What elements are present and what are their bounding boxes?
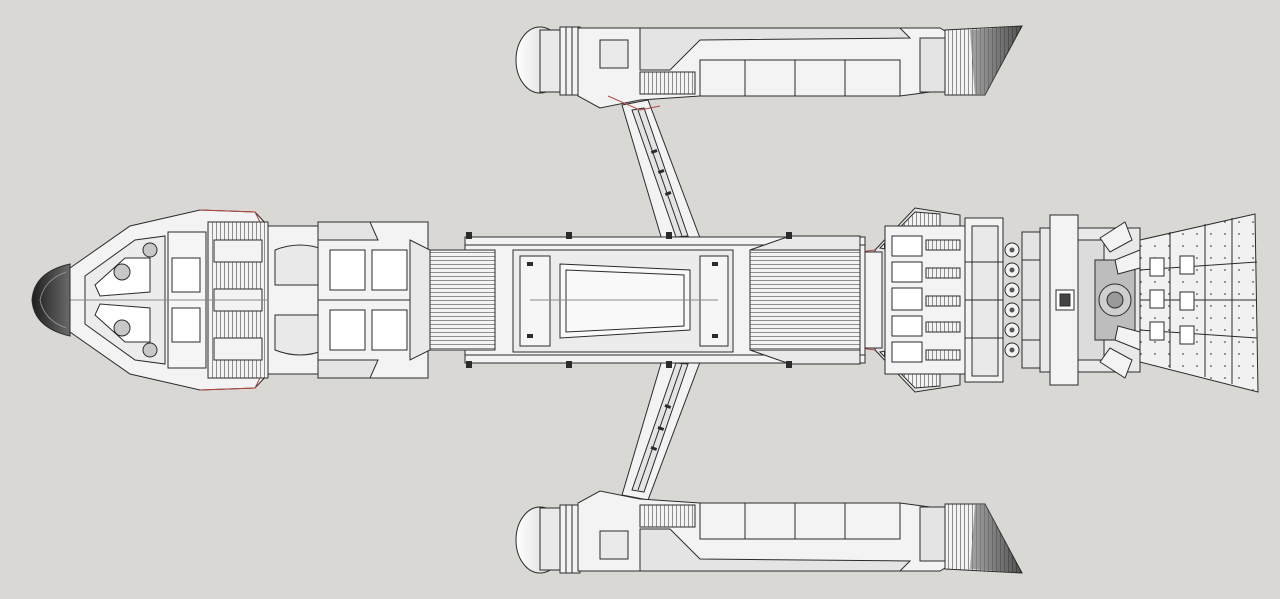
main-thruster-bell — [1139, 213, 1259, 393]
cockpit-section — [69, 209, 269, 391]
upper-pylon — [621, 99, 701, 241]
lower-nacelle — [515, 490, 1023, 574]
cargo-pod-panel — [512, 249, 734, 353]
aft-module — [859, 207, 1004, 393]
upper-nacelle — [515, 25, 1023, 111]
lower-pylon — [621, 359, 701, 501]
nose-cone — [31, 263, 71, 337]
engine-cluster — [1004, 214, 1141, 386]
forward-fuselage — [267, 221, 431, 379]
